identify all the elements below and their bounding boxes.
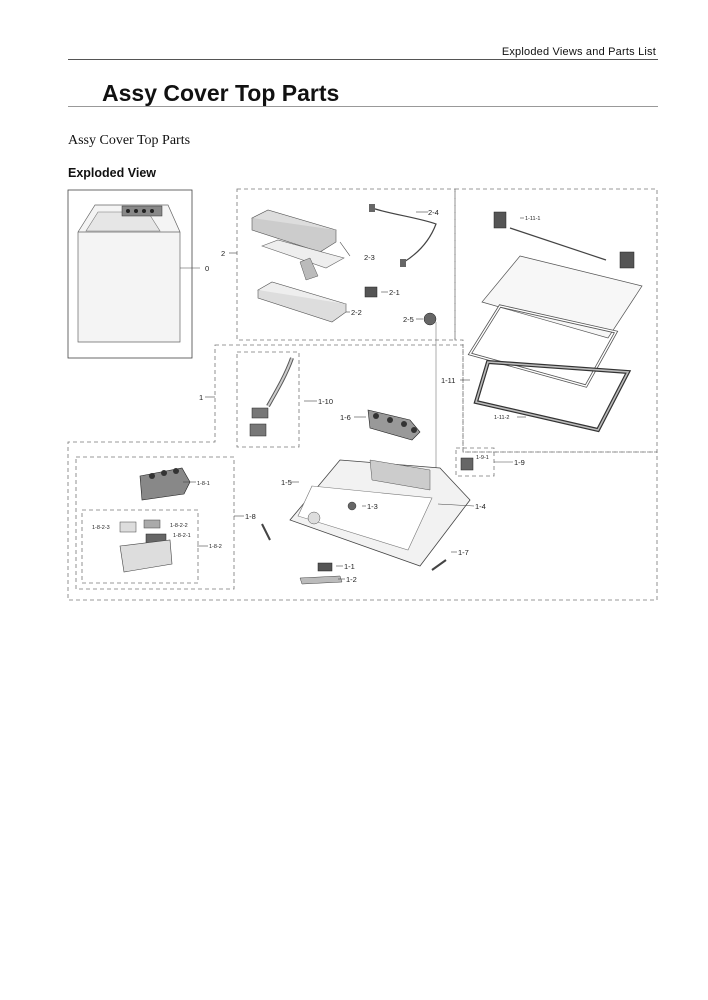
label-1-11-2: 1-11-2 (494, 415, 510, 421)
group-2-boundary (236, 188, 456, 341)
label-2: 2 (221, 249, 225, 258)
header-divider (68, 59, 658, 60)
wire-harness-illustration (369, 204, 437, 267)
part-2-1-illustration (364, 286, 378, 298)
group-1-10-boundary (236, 351, 300, 448)
section-heading: Exploded View (68, 166, 156, 180)
group-1-boundary (67, 344, 658, 601)
label-1-3: 1-3 (367, 502, 378, 511)
pcb-illustration (251, 209, 345, 281)
label-2-5: 2-5 (403, 315, 414, 324)
part-1-7-illustration (431, 559, 447, 571)
part-2-5-illustration (423, 312, 437, 326)
page-subtitle: Assy Cover Top Parts (68, 133, 191, 148)
callout-labels: 0 2 2-4 2-3 2-1 2-2 2-5 1-11-1 1-11 1-11… (92, 208, 541, 584)
label-1-8-2: 1-8-2 (209, 544, 222, 550)
label-1-4: 1-4 (475, 502, 486, 511)
part-1-9-illustration (460, 457, 474, 471)
washer-assembly-illustration (67, 189, 200, 359)
group-1-8-2-boundary (81, 509, 199, 584)
label-1-8: 1-8 (245, 512, 256, 521)
leader-lines (183, 211, 526, 580)
title-divider (68, 106, 658, 107)
label-2-2: 2-2 (351, 308, 362, 317)
part-1-2-illustration (299, 575, 343, 585)
water-hose-illustration (249, 357, 294, 437)
label-2-4: 2-4 (428, 208, 439, 217)
label-1-9: 1-9 (514, 458, 525, 467)
top-cover-illustration (289, 459, 471, 567)
label-1-6: 1-6 (340, 413, 351, 422)
lid-assembly-illustration (467, 211, 643, 433)
label-1-10: 1-10 (318, 397, 333, 406)
label-1-7: 1-7 (458, 548, 469, 557)
label-2-1: 2-1 (389, 288, 400, 297)
page-title: Assy Cover Top Parts (102, 80, 340, 106)
label-1-8-2-2: 1-8-2-2 (170, 523, 188, 529)
label-1: 1 (199, 393, 203, 402)
part-1-1-illustration (317, 562, 333, 572)
label-1-8-1: 1-8-1 (197, 481, 210, 487)
label-1-2: 1-2 (346, 575, 357, 584)
control-panel-frame-illustration (257, 281, 347, 323)
label-1-11: 1-11 (441, 376, 455, 385)
label-1-11-1: 1-11-1 (525, 216, 541, 222)
label-1-5: 1-5 (281, 478, 292, 487)
group-1-8-boundary (75, 456, 235, 590)
label-1-9-1: 1-9-1 (476, 455, 489, 461)
label-1-8-2-1: 1-8-2-1 (173, 533, 191, 539)
label-2-3: 2-3 (364, 253, 375, 262)
label-1-1: 1-1 (344, 562, 355, 571)
label-1-8-2-3: 1-8-2-3 (92, 525, 110, 531)
water-valve-illustration (367, 409, 421, 441)
running-header: Exploded Views and Parts List (501, 46, 656, 58)
detergent-drawer-illustration (119, 467, 271, 573)
label-0: 0 (205, 264, 209, 273)
